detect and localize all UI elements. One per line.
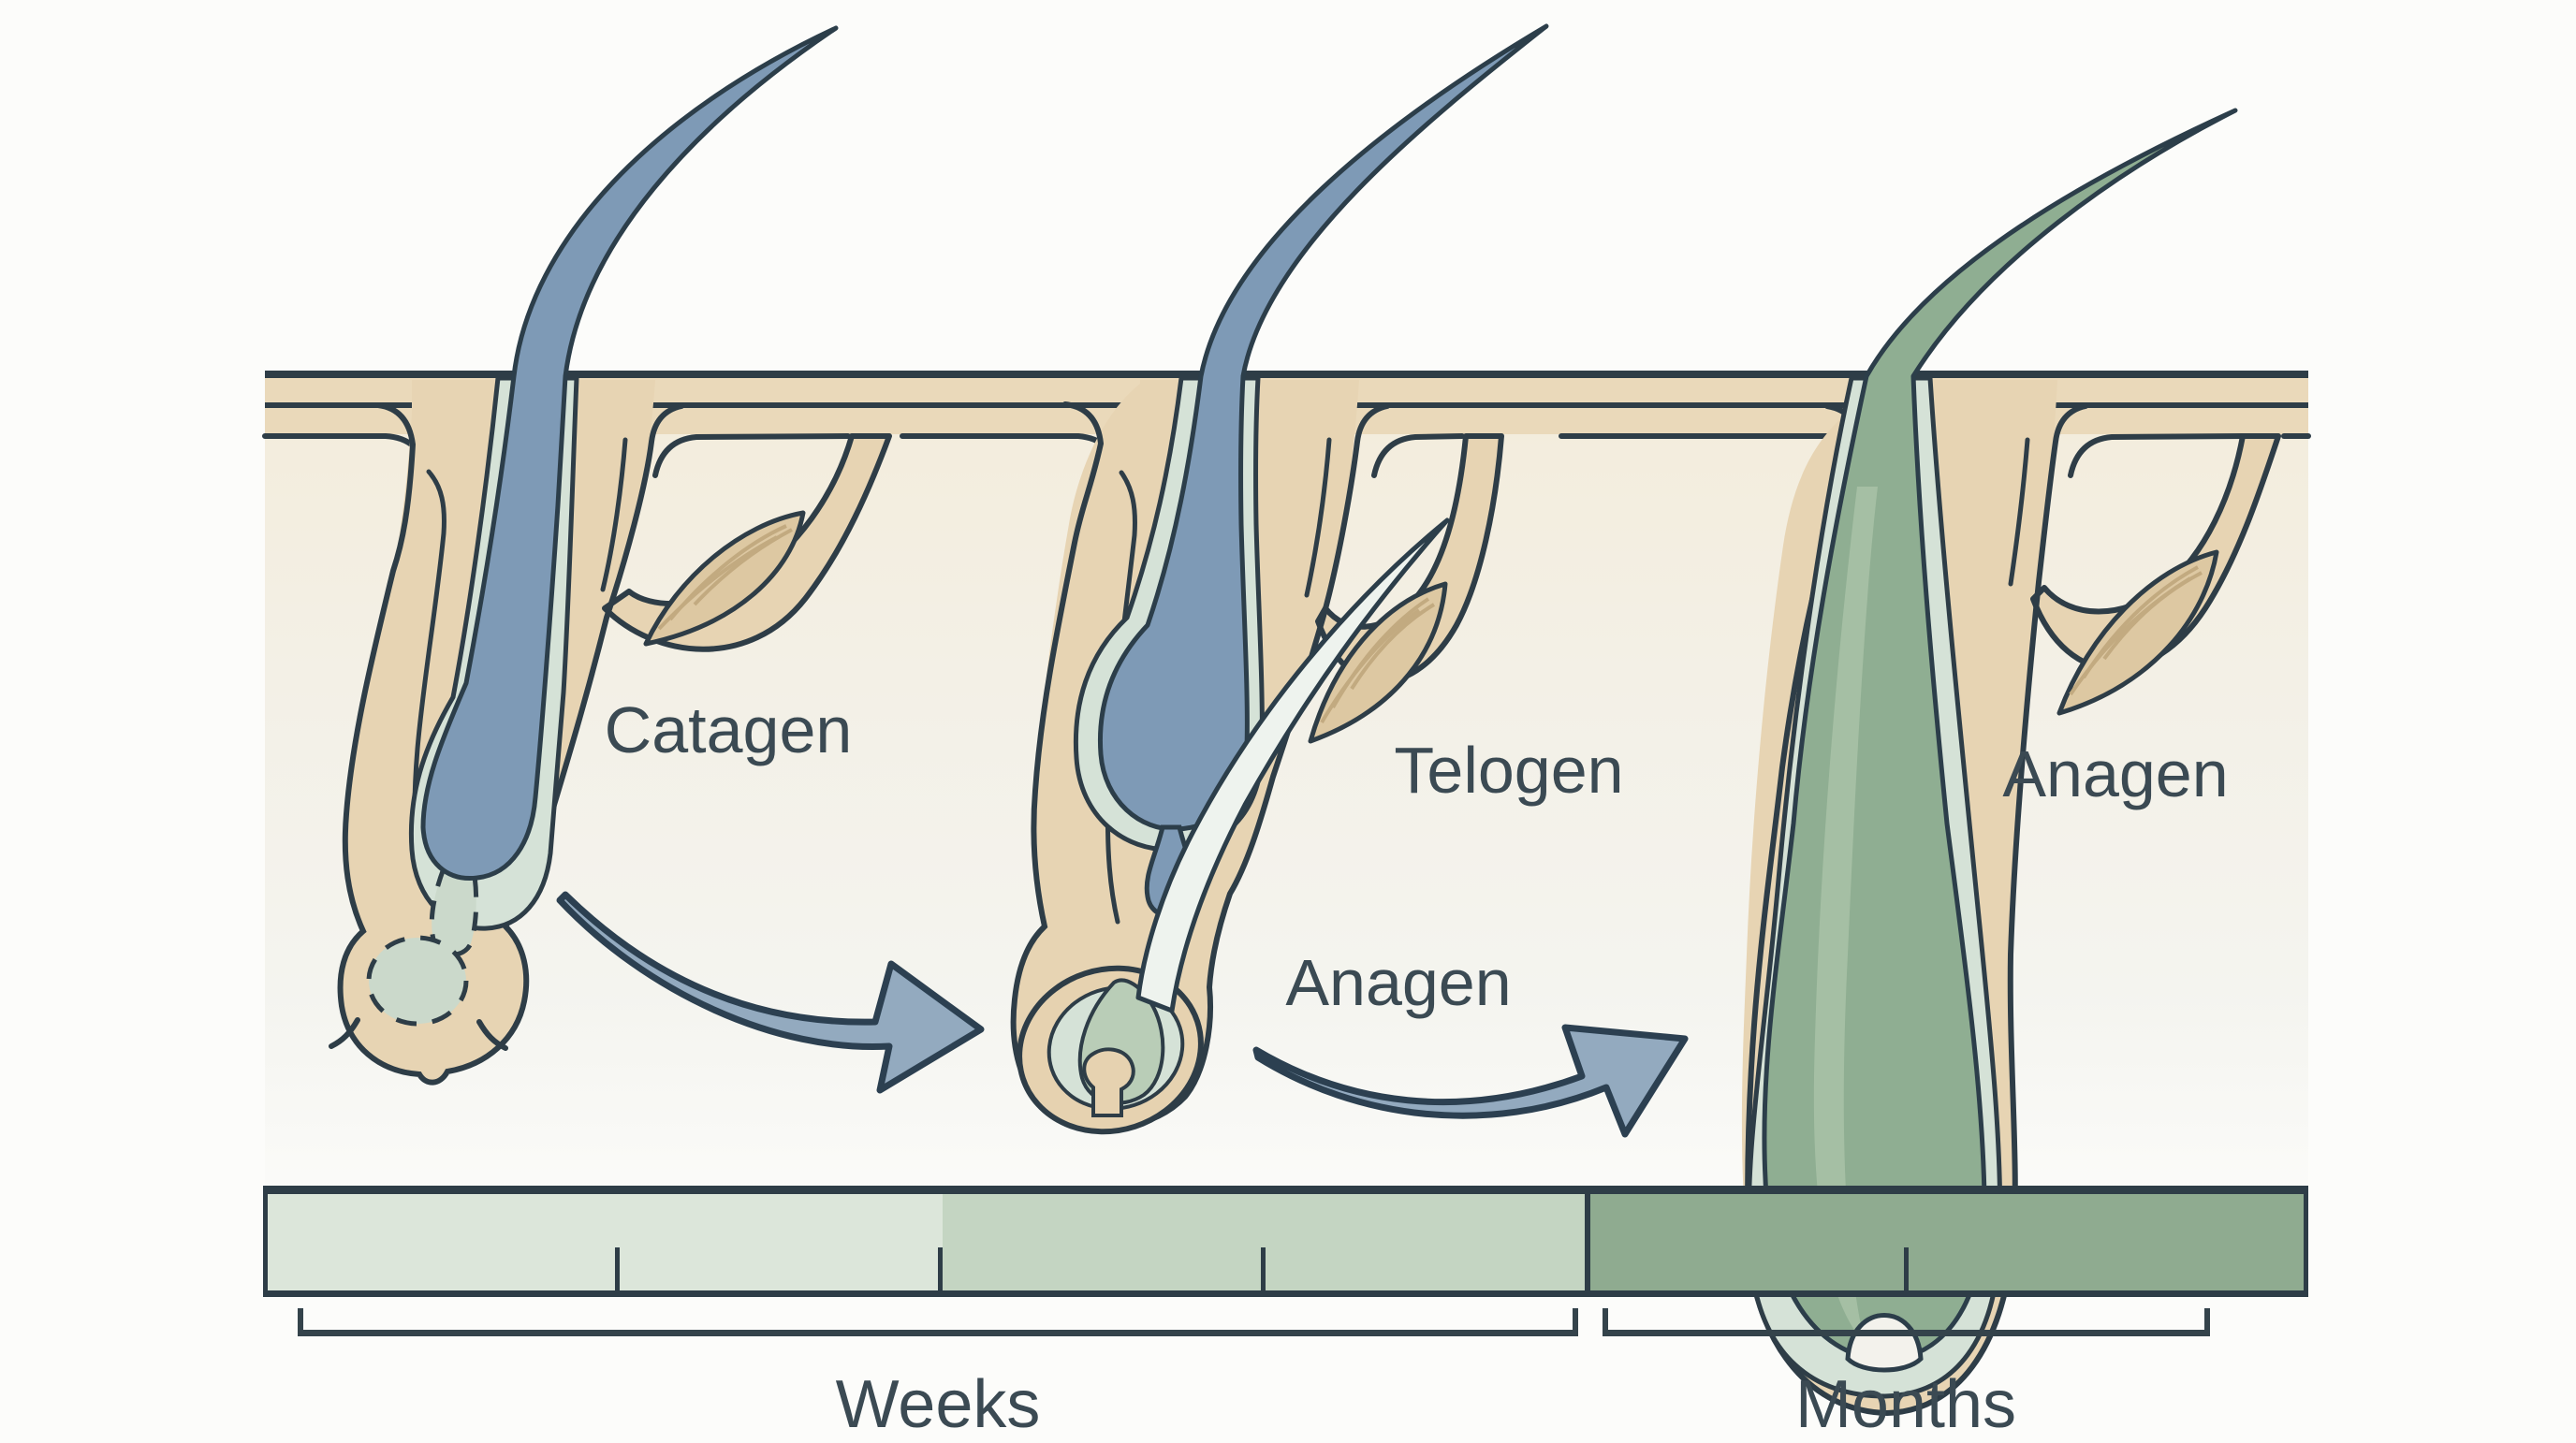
weeks-bracket [298,1308,1578,1336]
dermal-papilla-catagen [366,935,469,1027]
follicle-anagen-outline-path [1745,403,2088,1417]
cycle-arrows [556,891,1689,1138]
timeline-segment-catagen [268,1194,943,1290]
catagen-club-hair [420,25,839,881]
curved-arrow-up-right-icon [1252,1024,1689,1138]
timeline-segment-anagen [1585,1194,2304,1290]
curved-arrow-right-icon [556,891,985,1094]
gland-striations [657,524,793,631]
epithelial-strand [429,866,479,957]
follicle-catagen-outline [337,402,684,1086]
anagen-bud [1017,965,1204,1135]
anagen-hair-highlight [1813,487,1878,1343]
papilla-curl-lines [329,1017,508,1051]
label-weeks: Weeks [835,1367,1041,1442]
follicle-anagen [1741,108,2281,1417]
label-anagen-new: Anagen [1285,946,1512,1019]
gland-striations [1320,597,1436,724]
timeline-tick [1261,1247,1266,1290]
timeline-tick [938,1247,944,1290]
follicle-telogen [1010,23,1549,1135]
label-months: Months [1794,1367,2017,1442]
label-anagen: Anagen [2002,737,2229,810]
sebaceous-gland-icon [2056,549,2219,716]
timeline-tick [1903,1247,1909,1290]
bud-papilla [1082,1047,1135,1117]
label-telogen: Telogen [1394,734,1624,807]
months-bracket [1603,1308,2211,1336]
follicle-catagen [329,25,892,1086]
timeline-tick [615,1247,620,1290]
sebaceous-gland-icon [1308,581,1448,744]
skin-surface-line [265,371,2308,378]
label-catagen: Catagen [604,693,853,766]
new-anagen-hair [1135,517,1450,1013]
dermal-papilla-anagen [1845,1313,1924,1373]
gland-striations [2069,565,2203,696]
timeline-bar [263,1186,2308,1297]
